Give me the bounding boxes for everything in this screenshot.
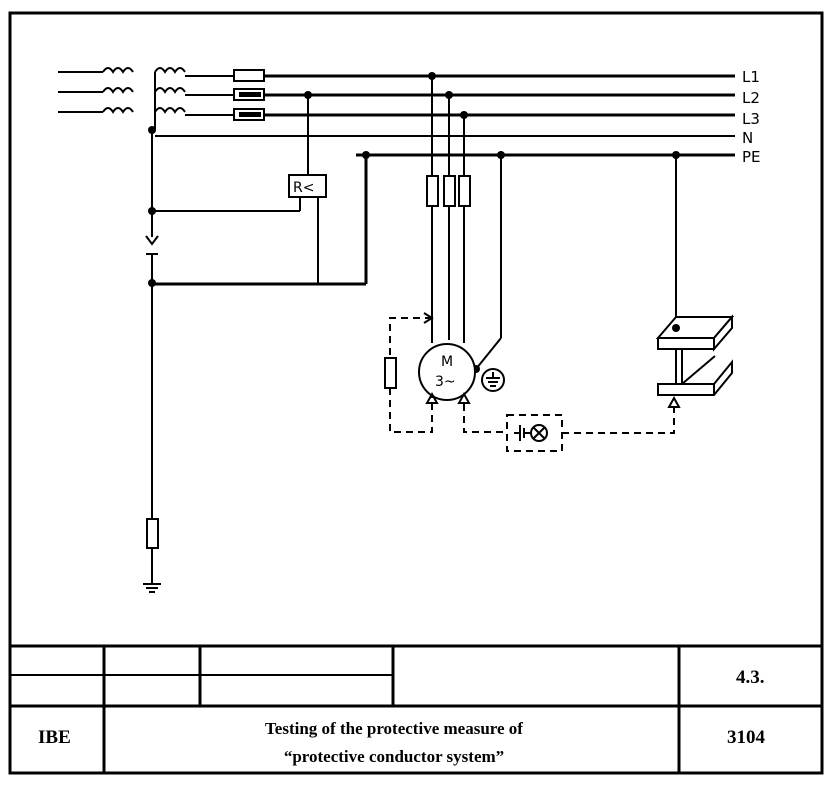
continuity-test-loop <box>457 391 681 452</box>
rcd-label: R< <box>293 180 314 196</box>
section-number: 4.3. <box>736 667 765 688</box>
test-resistor <box>384 357 397 389</box>
transformer-windings <box>58 67 186 130</box>
motor-branch-wires <box>428 72 505 373</box>
label-l3: L3 <box>742 110 760 128</box>
label-n: N <box>742 129 753 147</box>
sheet-number: 3104 <box>727 727 766 748</box>
organization-code: IBE <box>38 727 71 748</box>
earth-resistor <box>146 518 159 549</box>
neutral-earth-path <box>143 126 161 593</box>
sheet-border <box>8 11 824 775</box>
drawing-title-line1: Testing of the protective measure of <box>265 719 523 738</box>
main-fuses <box>233 69 265 121</box>
motor-fuses <box>426 175 471 207</box>
drawing-title-line2: “protective conductor system” <box>284 747 504 766</box>
rcd-relay-box <box>288 174 327 198</box>
motor-label-m: M <box>441 354 453 370</box>
label-l1: L1 <box>742 68 760 86</box>
motor-label-phase: 3~ <box>435 374 456 390</box>
protective-earth-icon <box>481 368 505 392</box>
motor-symbol <box>418 343 476 401</box>
steel-beam-icon <box>655 314 735 396</box>
rcd-wiring <box>152 91 370 286</box>
insulation-test-loop <box>384 312 439 433</box>
title-block <box>10 644 822 773</box>
label-pe: PE <box>742 148 761 166</box>
label-l2: L2 <box>742 89 760 107</box>
